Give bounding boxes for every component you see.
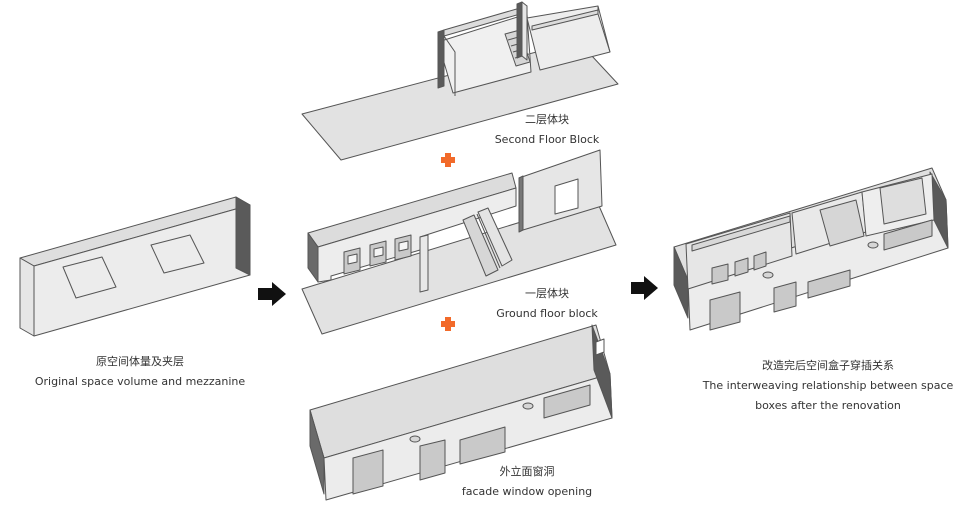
original-volume [19,196,251,337]
facade-block [309,324,613,501]
caption-cn: 二层体块 [525,113,569,126]
caption-en: Original space volume and mezzanine [34,375,246,388]
ground-floor-block [301,149,617,335]
caption-original-volume: 原空间体量及夹层 Original space volume and mezza… [20,352,260,392]
caption-cn: 外立面窗洞 [499,465,555,478]
second-floor-block [301,1,619,161]
caption-en-line1: The interweaving relationship between sp… [702,379,954,392]
caption-cn: 原空间体量及夹层 [96,355,184,368]
caption-en: Ground floor block [496,307,598,320]
caption-en-line2: boxes after the renovation [755,399,901,412]
caption-ground-floor: 一层体块 Ground floor block [447,284,647,324]
caption-second-floor: 二层体块 Second Floor Block [447,110,647,150]
arrow-right-icon [258,282,286,306]
plus-icon [441,153,455,167]
caption-cn: 一层体块 [525,287,569,300]
caption-result: 改造完后空间盒子穿插关系 The interweaving relationsh… [700,356,956,416]
plus-icon [441,317,455,331]
caption-en: facade window opening [461,485,593,498]
caption-cn: 改造完后空间盒子穿插关系 [762,359,894,372]
arrow-right-icon [631,276,658,300]
caption-en: Second Floor Block [494,133,600,146]
caption-facade: 外立面窗洞 facade window opening [427,462,627,502]
result-composite [673,167,949,331]
